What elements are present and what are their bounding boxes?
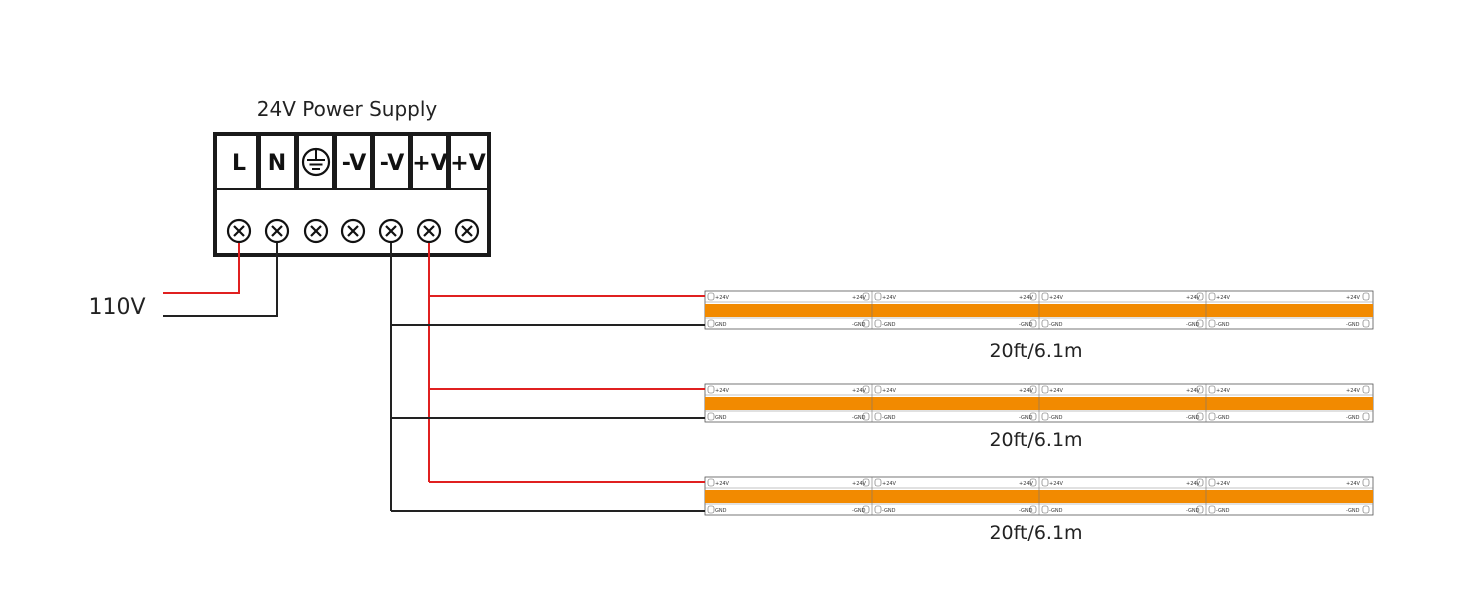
- strip-pad-negative-label: -GND: [1049, 415, 1063, 421]
- strip-pad-negative-label: -GND: [1019, 322, 1033, 328]
- strip-pad-positive-label: +24V: [1346, 481, 1361, 487]
- strip-pad-positive-label: +24V: [1186, 295, 1201, 301]
- strip-pad-positive-label: +24V: [715, 388, 730, 394]
- strip-pad-negative-label: -GND: [1186, 415, 1200, 421]
- strip-length-label-1: 20ft/6.1m: [989, 340, 1082, 362]
- terminal-screw-icon: [264, 218, 290, 244]
- strip-pad-positive-label: +24V: [1216, 481, 1231, 487]
- strip-pad-negative-label: GND: [715, 322, 727, 328]
- strip-pad-positive-label: +24V: [1049, 388, 1064, 394]
- terminal-screws: [226, 218, 480, 244]
- strip-pad-positive-label: +24V: [1346, 388, 1361, 394]
- strip-pad-negative-label: -GND: [1346, 322, 1360, 328]
- neutral-wire: [163, 243, 278, 317]
- strip-pad-negative-label: -GND: [1049, 508, 1063, 514]
- strip-pad-negative-label: -GND: [882, 322, 896, 328]
- strip-pad-positive-label: +24V: [1049, 295, 1064, 301]
- strip-pad-negative-label: -GND: [1019, 415, 1033, 421]
- led-strip: +24V GND +24V +24V -GND -GND +24V +24V -GND -GND +…: [704, 383, 1374, 423]
- terminal-label-n: N: [268, 151, 286, 176]
- led-strip: +24V GND +24V +24V -GND -GND +24V +24V -GND -GND +…: [704, 290, 1374, 330]
- ground-icon: [301, 147, 331, 177]
- strip-pad-positive-label: +24V: [1019, 295, 1034, 301]
- strip-pad-negative-label: -GND: [1186, 508, 1200, 514]
- strip-pad-positive-label: +24V: [1019, 388, 1034, 394]
- strip-pad-negative-label: GND: [715, 415, 727, 421]
- terminal-label-neg-v-2: -V: [380, 151, 405, 176]
- terminal-label-l: L: [232, 151, 246, 176]
- terminal-screw-icon: [226, 218, 252, 244]
- strip-pad-positive-label: +24V: [1186, 481, 1201, 487]
- strip-pad-negative-label: -GND: [1346, 508, 1360, 514]
- terminal-label-pos-v-2: +V: [450, 151, 485, 176]
- terminal-screw-icon: [416, 218, 442, 244]
- strip-pad-positive-label: +24V: [1346, 295, 1361, 301]
- strip-pad-negative-label: -GND: [1346, 415, 1360, 421]
- output-trunks: [390, 243, 430, 511]
- strip-pad-positive-label: +24V: [852, 295, 867, 301]
- strip-pad-negative-label: -GND: [1216, 508, 1230, 514]
- strip-pad-positive-label: +24V: [852, 388, 867, 394]
- strip-pad-negative-label: -GND: [882, 415, 896, 421]
- strip-pad-negative-label: -GND: [1049, 322, 1063, 328]
- led-strips: +24V GND +24V +24V -GND -GND +24V +24V -GND -GND +…: [391, 290, 1374, 516]
- strip-pad-positive-label: +24V: [882, 295, 897, 301]
- strip-pad-negative-label: -GND: [1186, 322, 1200, 328]
- terminal-screw-icon: [340, 218, 366, 244]
- strip-pad-negative-label: -GND: [852, 415, 866, 421]
- terminal-label-neg-v-1: -V: [342, 151, 367, 176]
- terminal-label-pos-v-1: +V: [412, 151, 447, 176]
- strip-pad-positive-label: +24V: [852, 481, 867, 487]
- terminal-screw-icon: [454, 218, 480, 244]
- strip-pad-positive-label: +24V: [1186, 388, 1201, 394]
- strip-pad-positive-label: +24V: [882, 481, 897, 487]
- strip-length-label-3: 20ft/6.1m: [989, 522, 1082, 544]
- input-wires: [163, 243, 278, 317]
- strip-pad-negative-label: -GND: [1019, 508, 1033, 514]
- strip-pad-negative-label: -GND: [852, 322, 866, 328]
- input-voltage-label: 110V: [88, 295, 145, 320]
- strip-pad-negative-label: -GND: [1216, 415, 1230, 421]
- strip-pad-positive-label: +24V: [715, 481, 730, 487]
- power-supply-title: 24V Power Supply: [257, 97, 438, 121]
- live-wire: [163, 243, 240, 294]
- strip-pad-negative-label: GND: [715, 508, 727, 514]
- strip-pad-negative-label: -GND: [852, 508, 866, 514]
- strip-length-label-2: 20ft/6.1m: [989, 429, 1082, 451]
- strip-pad-positive-label: +24V: [1216, 388, 1231, 394]
- strip-pad-positive-label: +24V: [1049, 481, 1064, 487]
- terminal-screw-icon: [303, 218, 329, 244]
- led-strip: +24V GND +24V +24V -GND -GND +24V +24V -GND -GND +…: [704, 476, 1374, 516]
- strip-pad-negative-label: -GND: [882, 508, 896, 514]
- strip-pad-negative-label: -GND: [1216, 322, 1230, 328]
- strip-pad-positive-label: +24V: [715, 295, 730, 301]
- strip-pad-positive-label: +24V: [1019, 481, 1034, 487]
- strip-pad-positive-label: +24V: [1216, 295, 1231, 301]
- strip-pad-positive-label: +24V: [882, 388, 897, 394]
- terminal-screw-icon: [378, 218, 404, 244]
